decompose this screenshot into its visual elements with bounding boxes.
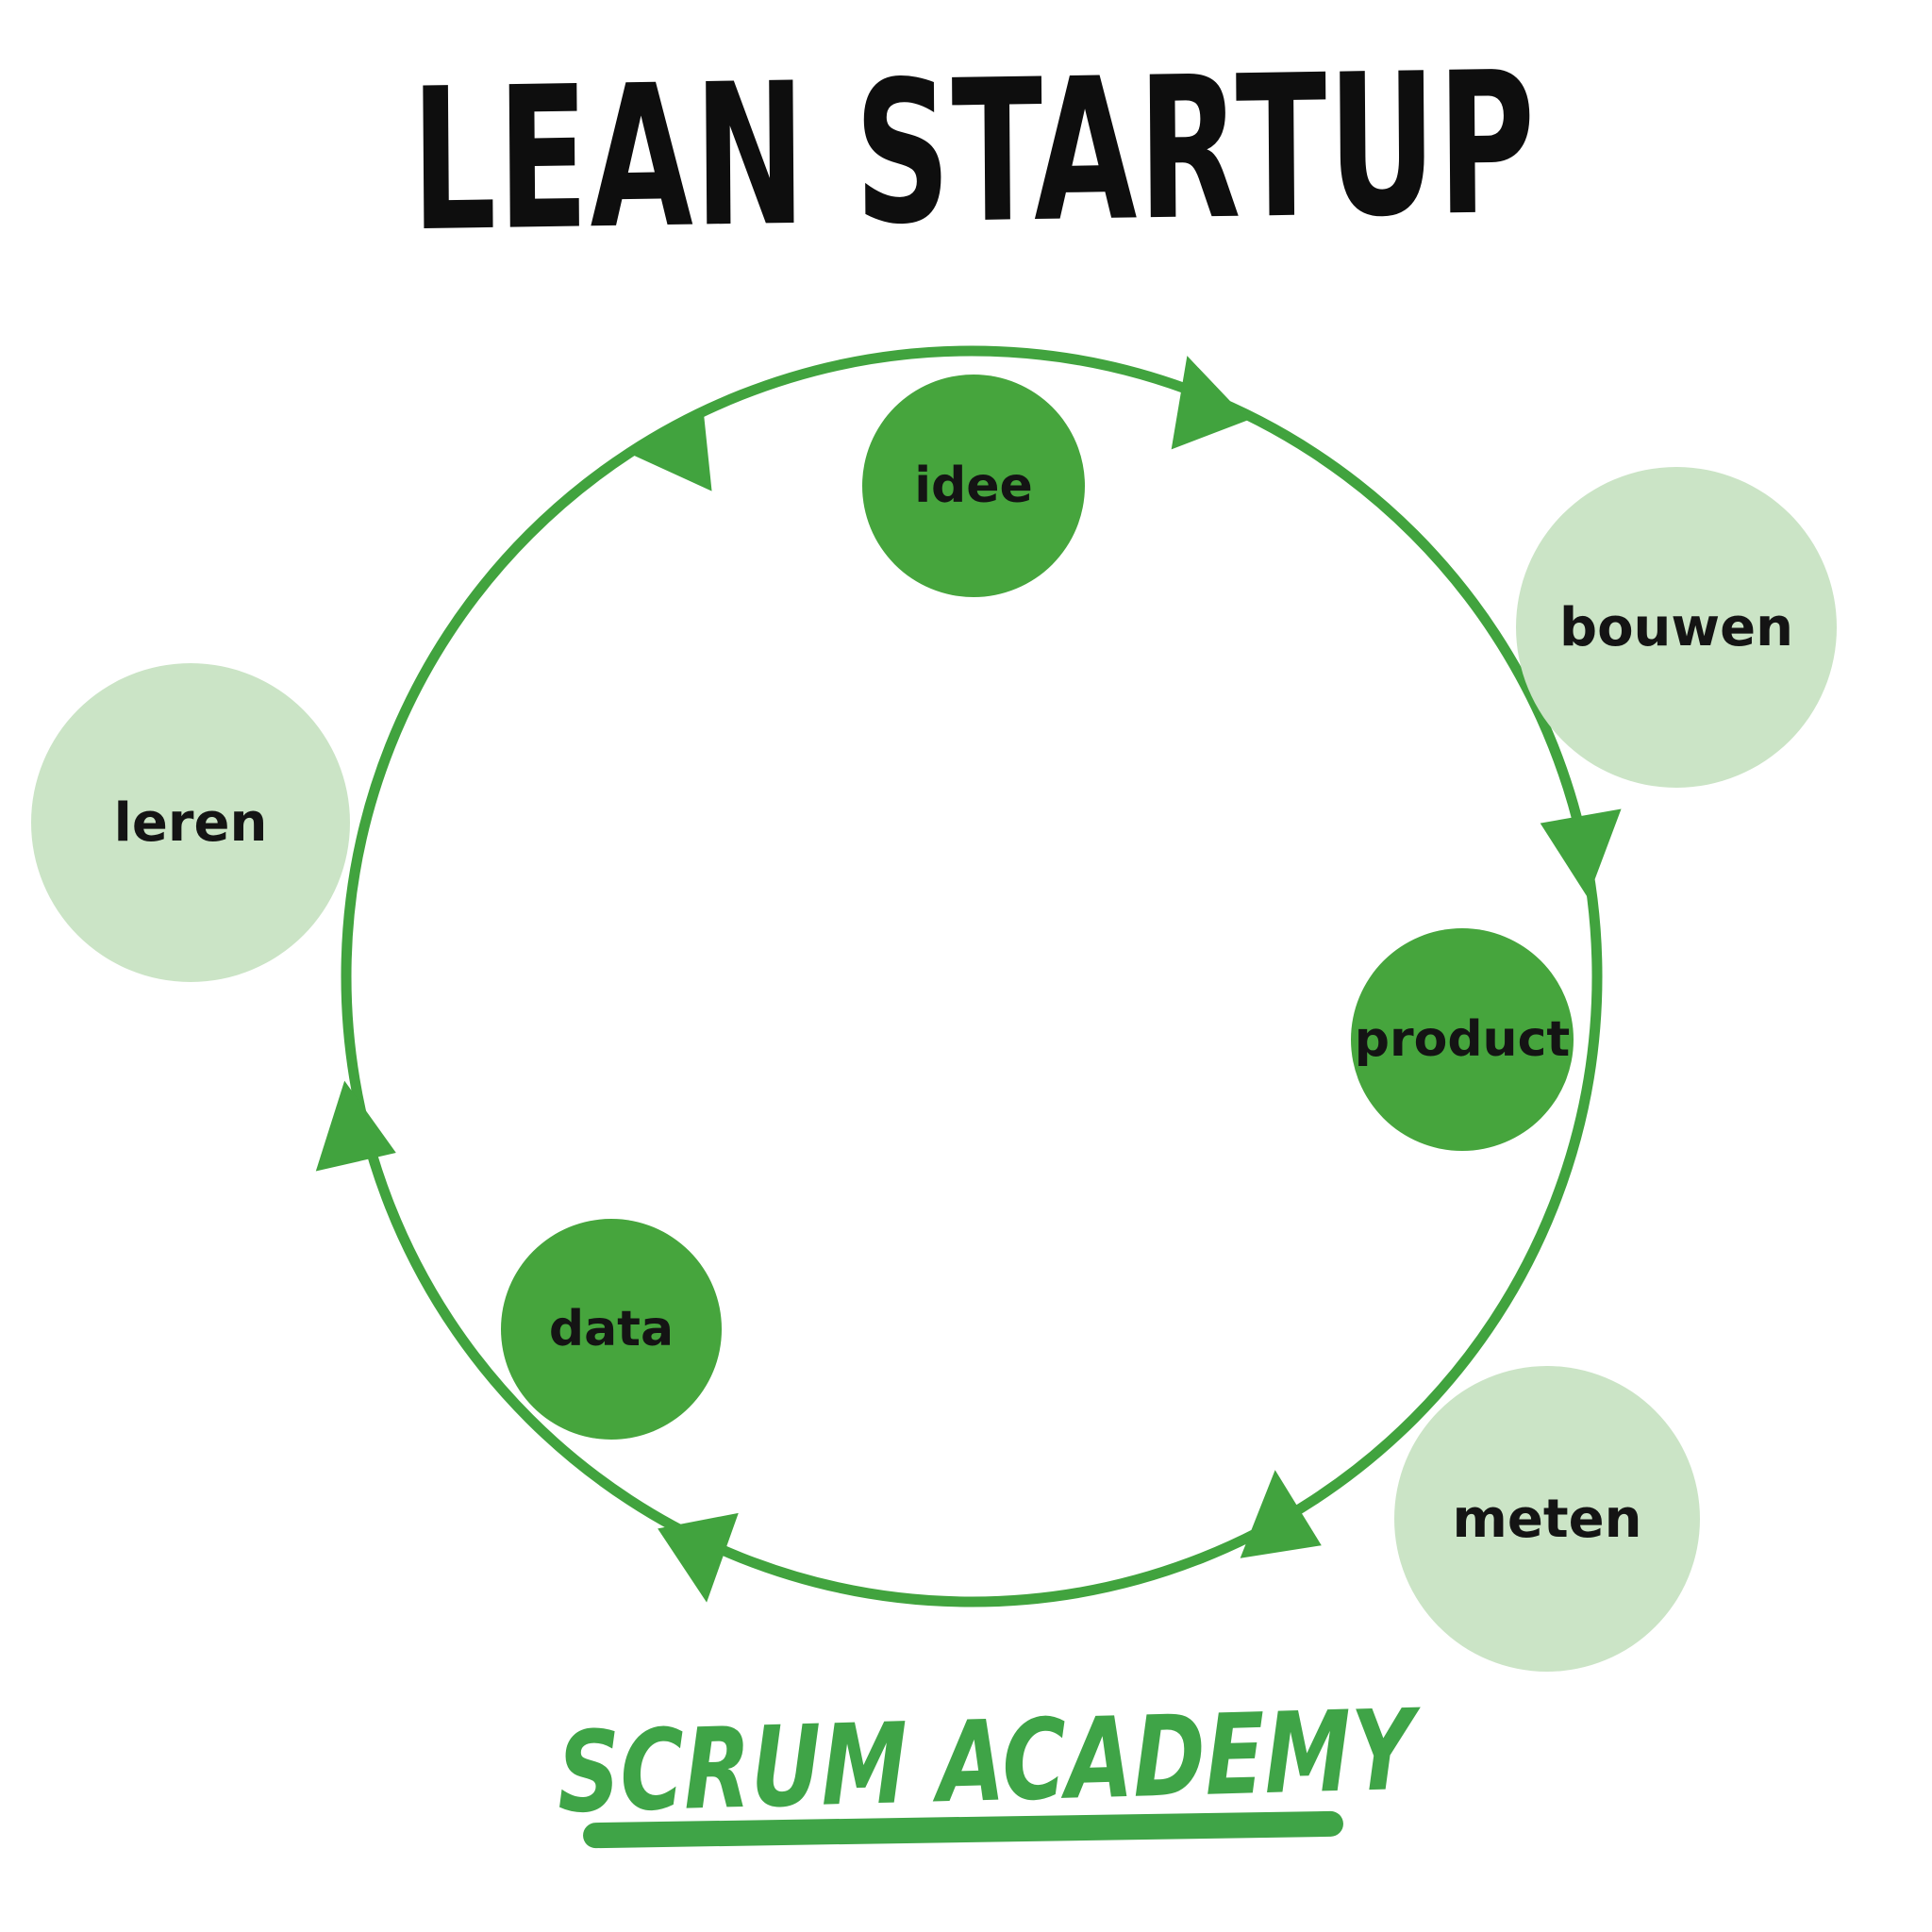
cycle-node-meten-label: meten <box>1452 1488 1642 1550</box>
cycle-node-data: data <box>501 1219 722 1440</box>
flow-arrowhead-leren-idee <box>625 408 712 491</box>
cycle-node-idee: idee <box>862 375 1085 597</box>
cycle-node-leren-label: leren <box>113 791 268 854</box>
cycle-node-idee-label: idee <box>914 458 1033 514</box>
cycle-node-bouwen-label: bouwen <box>1558 596 1793 658</box>
flow-arrowhead-product-meten <box>1240 1470 1322 1558</box>
cycle-node-data-label: data <box>548 1301 675 1357</box>
cycle-node-product-label: product <box>1354 1011 1571 1068</box>
flow-arrowhead-data-leren <box>315 1080 396 1172</box>
cycle-node-product: product <box>1351 928 1574 1151</box>
cycle-node-meten: meten <box>1394 1366 1700 1672</box>
cycle-circle <box>341 345 1603 1607</box>
flow-arrowhead-meten-data <box>658 1512 739 1603</box>
cycle-node-bouwen: bouwen <box>1516 467 1837 788</box>
cycle-node-leren: leren <box>31 663 350 982</box>
flow-arrowhead-idee-bouwen <box>1171 356 1249 450</box>
flow-arrowhead-bouwen-product <box>1540 808 1622 898</box>
